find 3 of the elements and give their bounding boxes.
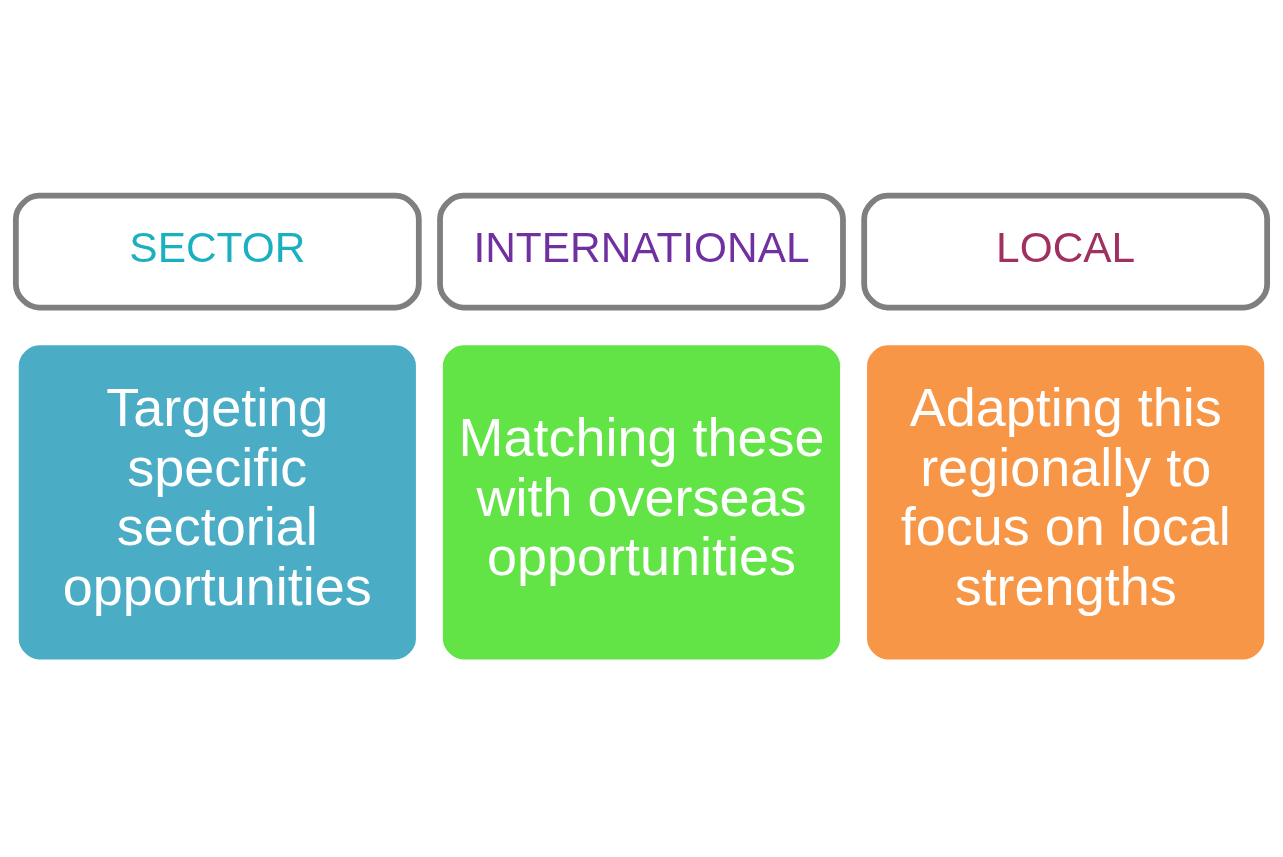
node-box: SECTOR	[12, 192, 422, 310]
node-box: INTERNATIONAL	[437, 192, 846, 310]
node-box: LOCAL	[861, 192, 1271, 310]
